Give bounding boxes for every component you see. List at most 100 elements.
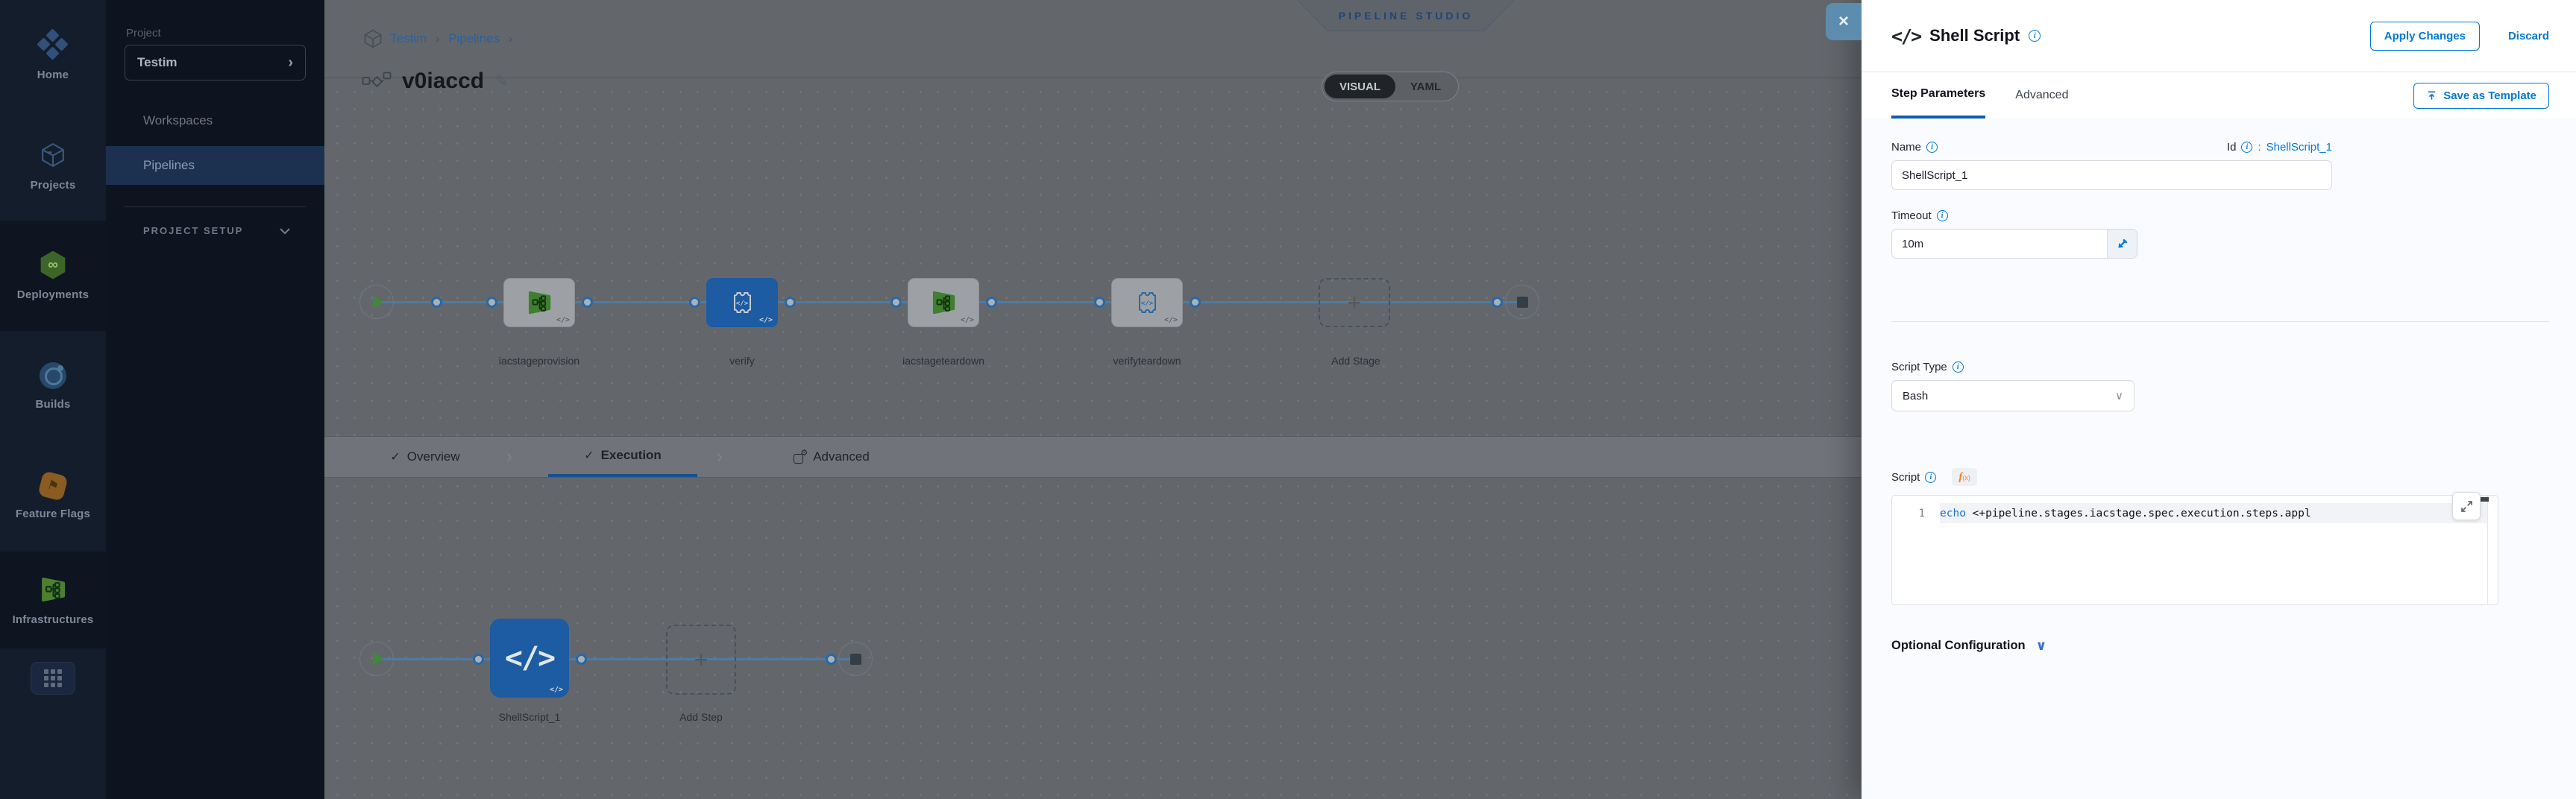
close-drawer-button[interactable]: × [1826,3,1862,40]
stage-label[interactable]: iacstageteardown [902,355,984,367]
tab-advanced[interactable]: ⚙ Advanced [764,437,899,477]
apps-grid-icon [44,669,62,687]
step-run-play-button[interactable] [359,642,394,676]
name-input[interactable]: ShellScript_1 [1891,160,2332,190]
add-stage-button[interactable]: + [1319,278,1390,327]
toggle-visual[interactable]: VISUAL [1325,75,1396,98]
stop-icon [849,653,861,665]
sidebar-item-workspaces[interactable]: Workspaces [143,113,213,127]
sidebar-divider [125,206,306,207]
toggle-yaml[interactable]: YAML [1410,80,1442,93]
pin-input-type-button[interactable] [2107,230,2137,258]
code-badge-icon: </> [758,316,773,324]
advanced-settings-icon: ⚙ [794,449,808,464]
expression-fx-button[interactable]: f(x) [1952,468,1977,486]
pipeline-name: v0iaccd [402,69,485,93]
nav-item-deployments[interactable]: ∞ Deployments [0,221,106,331]
pipeline-title-row: v0iaccd ✎ [362,69,509,94]
infrastructure-stage-icon [932,291,955,315]
connector-ring [826,654,837,665]
chevron-down-icon: ∨ [2115,390,2123,402]
stage-run-play-button[interactable] [359,285,394,319]
module-nav-rail: Home Projects ∞ Deployments Builds ⚑ Fea… [0,0,106,799]
stage-label[interactable]: verify [729,355,755,367]
project-selector[interactable]: Testim › [125,45,306,80]
add-step-label[interactable]: Add Step [679,711,723,723]
nav-item-projects[interactable]: Projects [0,110,106,221]
stage-label[interactable]: iacstageprovision [498,355,580,367]
add-step-button[interactable]: + [666,625,736,695]
connector-ring [1492,297,1503,308]
expand-editor-button[interactable] [2452,492,2481,520]
code-badge-icon: </> [549,686,563,694]
script-type-select[interactable]: Bash ∨ [1891,380,2134,411]
stage-label[interactable]: verifyteardown [1113,355,1181,367]
project-setup-label: PROJECT SETUP [143,225,244,236]
nav-label: Deployments [16,288,89,301]
info-icon[interactable]: i [2241,142,2253,153]
chevron-right-icon: › [288,54,293,71]
connector-ring [473,654,484,665]
stage-node-verify[interactable]: </> </> [706,278,778,327]
code-badge-icon: </> [960,316,974,324]
info-icon[interactable]: i [2029,30,2041,42]
cd-hexagon-icon: ∞ [40,250,66,280]
connector-ring [785,297,796,308]
connector-ring [986,297,997,308]
tab-step-advanced[interactable]: Advanced [2015,89,2069,101]
nav-item-home[interactable]: Home [0,0,106,110]
nav-item-feature-flags[interactable]: ⚑ Feature Flags [0,441,106,552]
info-icon[interactable]: i [1936,210,1948,221]
discard-button[interactable]: Discard [2507,29,2549,42]
breadcrumb: Testim › Pipelines › [324,0,1862,78]
save-as-template-button[interactable]: Save as Template [2413,82,2549,109]
nav-label: Home [37,68,69,81]
custom-stage-icon: </> [1139,292,1156,313]
chevron-right-icon: › [436,32,440,45]
sidebar-item-pipelines[interactable]: Pipelines [106,146,324,185]
timeout-input[interactable]: 10m [1902,237,1924,250]
stage-node-verifyteardown[interactable]: </> </> [1111,278,1183,327]
stage-node-iacstageprovision[interactable]: </> [503,278,575,327]
project-sidebar: Project Testim › Workspaces Pipelines PR… [106,0,324,799]
edit-pencil-icon[interactable]: ✎ [494,72,509,90]
cube-icon [364,29,382,48]
tab-step-parameters[interactable]: Step Parameters [1891,72,1986,119]
expand-icon [2460,500,2472,512]
optional-configuration-toggle[interactable]: Optional Configuration ∨ [1891,638,2047,653]
info-icon[interactable]: i [1925,471,1937,483]
step-parameters-form: Name i Id i : ShellScript_1 ShellScript_… [1862,119,2576,799]
info-icon[interactable]: i [1952,361,1964,373]
connector-ring [689,297,700,308]
visual-yaml-toggle[interactable]: VISUAL YAML [1322,72,1460,101]
step-label[interactable]: ShellScript_1 [498,711,561,723]
tab-execution[interactable]: ✓ Execution [548,437,697,477]
pipeline-graph-icon [362,72,392,88]
info-icon[interactable]: i [1926,142,1938,153]
name-field-label: Name [1891,141,1922,154]
tab-overview[interactable]: ✓ Overview [390,449,460,464]
nav-item-builds[interactable]: Builds [0,331,106,441]
add-stage-label[interactable]: Add Stage [1331,355,1380,367]
nav-label: Projects [30,178,76,192]
drawer-tabs: Step Parameters Advanced Save as Templat… [1862,72,2576,119]
project-setup-section[interactable]: PROJECT SETUP [143,225,291,236]
stage-node-iacstageteardown[interactable]: </> [908,278,979,327]
code-badge-icon: </> [1163,316,1178,324]
pipeline-studio-label: PIPELINE STUDIO [1338,9,1474,22]
breadcrumb-link-project[interactable]: Testim [390,31,427,45]
stage-tabs: ✓ Overview › ✓ Execution › ⚙ Advanced [324,436,1862,478]
breadcrumb-link-pipelines[interactable]: Pipelines [448,31,500,45]
nav-item-infrastructures[interactable]: Infrastructures [0,552,106,648]
script-field-label: Script [1891,470,1920,484]
ci-circle-icon [40,361,66,389]
apply-changes-button[interactable]: Apply Changes [2369,21,2480,51]
script-code-editor[interactable]: 1 echo <+pipeline.stages.iacstage.spec.e… [1891,495,2498,605]
timeout-input-group: 10m [1891,229,2137,259]
id-value-link[interactable]: ShellScript_1 [2266,141,2332,154]
harness-logo-icon [37,28,69,60]
cube-icon [38,140,68,170]
apps-grid-button[interactable] [31,662,75,695]
code-badge-icon: </> [556,316,570,324]
step-node-shellscript-1[interactable]: </> </> [490,619,569,698]
